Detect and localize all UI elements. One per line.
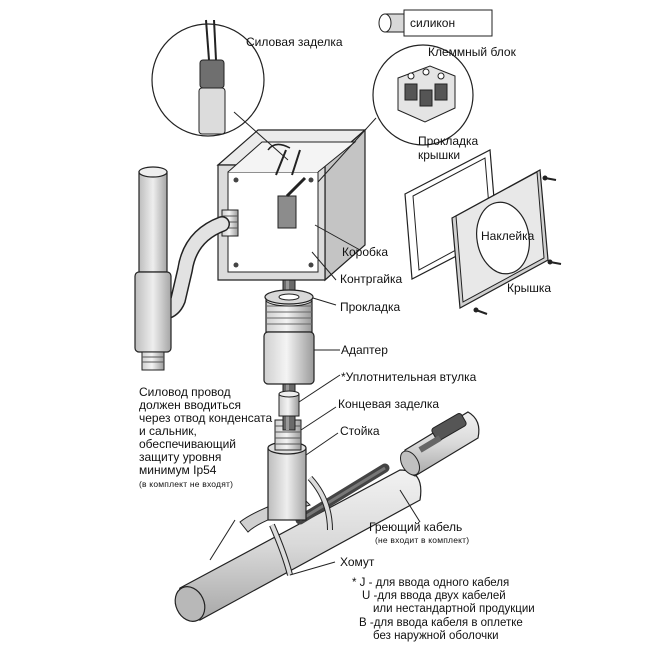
locknut-label: Контргайка	[340, 272, 403, 286]
power-wire-note-line: и сальник,	[139, 424, 197, 438]
gasket-label: Прокладка	[340, 300, 401, 314]
lid-label: Крышка	[507, 281, 552, 295]
box-label: Коробка	[342, 245, 389, 259]
footnote-b: B -для ввода кабеля в оплетке	[359, 616, 523, 629]
gasket	[264, 289, 314, 305]
heating-cable-label: Греющий кабель	[369, 520, 463, 534]
sealing-bushing	[278, 390, 300, 417]
footnote-j: * J - для ввода одного кабеля	[352, 577, 510, 589]
adapter-label: Адаптер	[341, 343, 388, 357]
lid-gasket-label-line1: Прокладка	[418, 134, 479, 148]
end-termination-label: Концевая заделка	[338, 397, 440, 411]
leader-lines	[289, 224, 421, 576]
power-wire-note-line: защиту уровня	[139, 450, 222, 464]
clamp-label: Хомут	[340, 555, 375, 569]
power-wire-note-line: Силовод провод	[139, 385, 231, 399]
terminal-block-callout	[317, 44, 474, 183]
power-conduit	[134, 166, 230, 371]
power-wire-note-line: обеспечивающий	[139, 437, 237, 451]
power-wire-note-small: (в комплект не входят)	[139, 479, 234, 489]
footnotes: * J - для ввода одного кабеля U -для вво…	[352, 577, 535, 643]
lid-gasket-label-line2: крышки	[418, 148, 461, 162]
heating-cable	[295, 463, 390, 525]
lid	[451, 169, 549, 309]
power-wire-note-line: минимум Ip54	[139, 463, 217, 477]
power-wire-note-line: через отвод конденсата	[139, 411, 273, 425]
heating-cable-note: (не входит в комплект)	[375, 535, 470, 545]
adapter	[263, 293, 315, 385]
power-wire-note: Силовод провод должен вводиться через от…	[139, 385, 273, 490]
power-termination-label: Силовая заделка	[246, 35, 343, 49]
footnote-u-cont: или нестандартной продукции	[373, 603, 535, 616]
stand	[267, 419, 307, 521]
junction-box	[216, 128, 367, 282]
footnote-b-cont: без наружной оболочки	[373, 629, 499, 642]
end-termination	[400, 411, 480, 477]
stand-label: Стойка	[340, 424, 380, 438]
silicone-label: силикон	[410, 16, 456, 30]
sticker-label: Наклейка	[481, 229, 535, 243]
screws	[473, 175, 562, 315]
power-termination-callout	[151, 19, 289, 161]
silicone-tube	[378, 9, 493, 37]
footnote-u: U -для ввода двух кабелей	[362, 590, 506, 603]
terminal-block-label: Клеммный блок	[428, 45, 516, 59]
sealing-bushing-label: *Уплотнительная втулка	[341, 370, 477, 384]
power-wire-note-line: должен вводиться	[139, 398, 242, 412]
